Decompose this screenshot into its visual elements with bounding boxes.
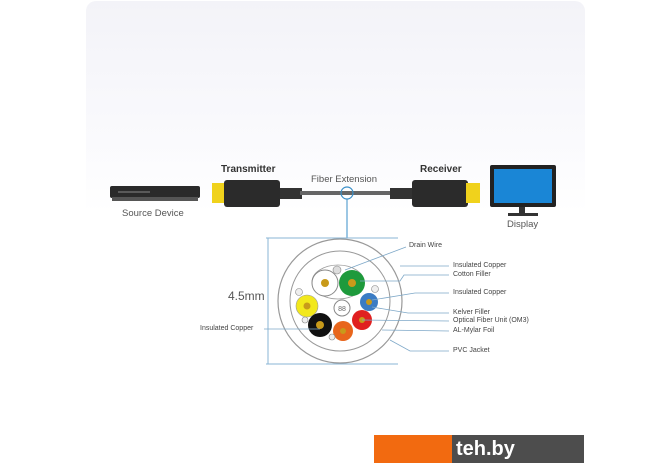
source-device-icon <box>110 186 200 201</box>
fiber-extension-label: Fiber Extension <box>311 174 378 185</box>
watermark-logo: teh.by <box>374 435 584 463</box>
display-label: Display <box>507 219 539 230</box>
optical-fiber-label: Optical Fiber Unit (OM3) <box>453 317 529 324</box>
drain-wire-label: Drain Wire <box>409 242 443 249</box>
display-icon <box>490 165 556 216</box>
leader-lines <box>264 246 450 352</box>
kelver-filler-label: Kelver Filler <box>453 309 490 316</box>
receiver-label: Receiver <box>420 164 462 175</box>
insulated-copper-label: Insulated Copper <box>453 289 507 296</box>
cable-cross-section: 88 <box>277 238 403 364</box>
pvc-jacket-label: PVC Jacket <box>453 347 490 354</box>
transmitter-connector-icon <box>212 180 302 207</box>
dimension-lines <box>266 237 398 365</box>
receiver-connector-icon <box>390 180 480 207</box>
al-mylar-label: AL-Mylar Foil <box>453 327 495 334</box>
cotton-filler-label: Cotton Filler <box>453 271 491 278</box>
insulated-copper-left-label: Insulated Copper <box>200 325 254 332</box>
transmitter-label: Transmitter <box>221 164 276 175</box>
insulated-copper-label: Insulated Copper <box>453 262 507 269</box>
diagram-card <box>86 1 585 471</box>
source-device-label: Source Device <box>122 208 184 219</box>
diameter-label: 4.5mm <box>228 289 265 303</box>
svg-text:88: 88 <box>338 306 346 313</box>
logo-orange-block <box>374 435 452 463</box>
logo-text: teh.by <box>452 435 584 463</box>
